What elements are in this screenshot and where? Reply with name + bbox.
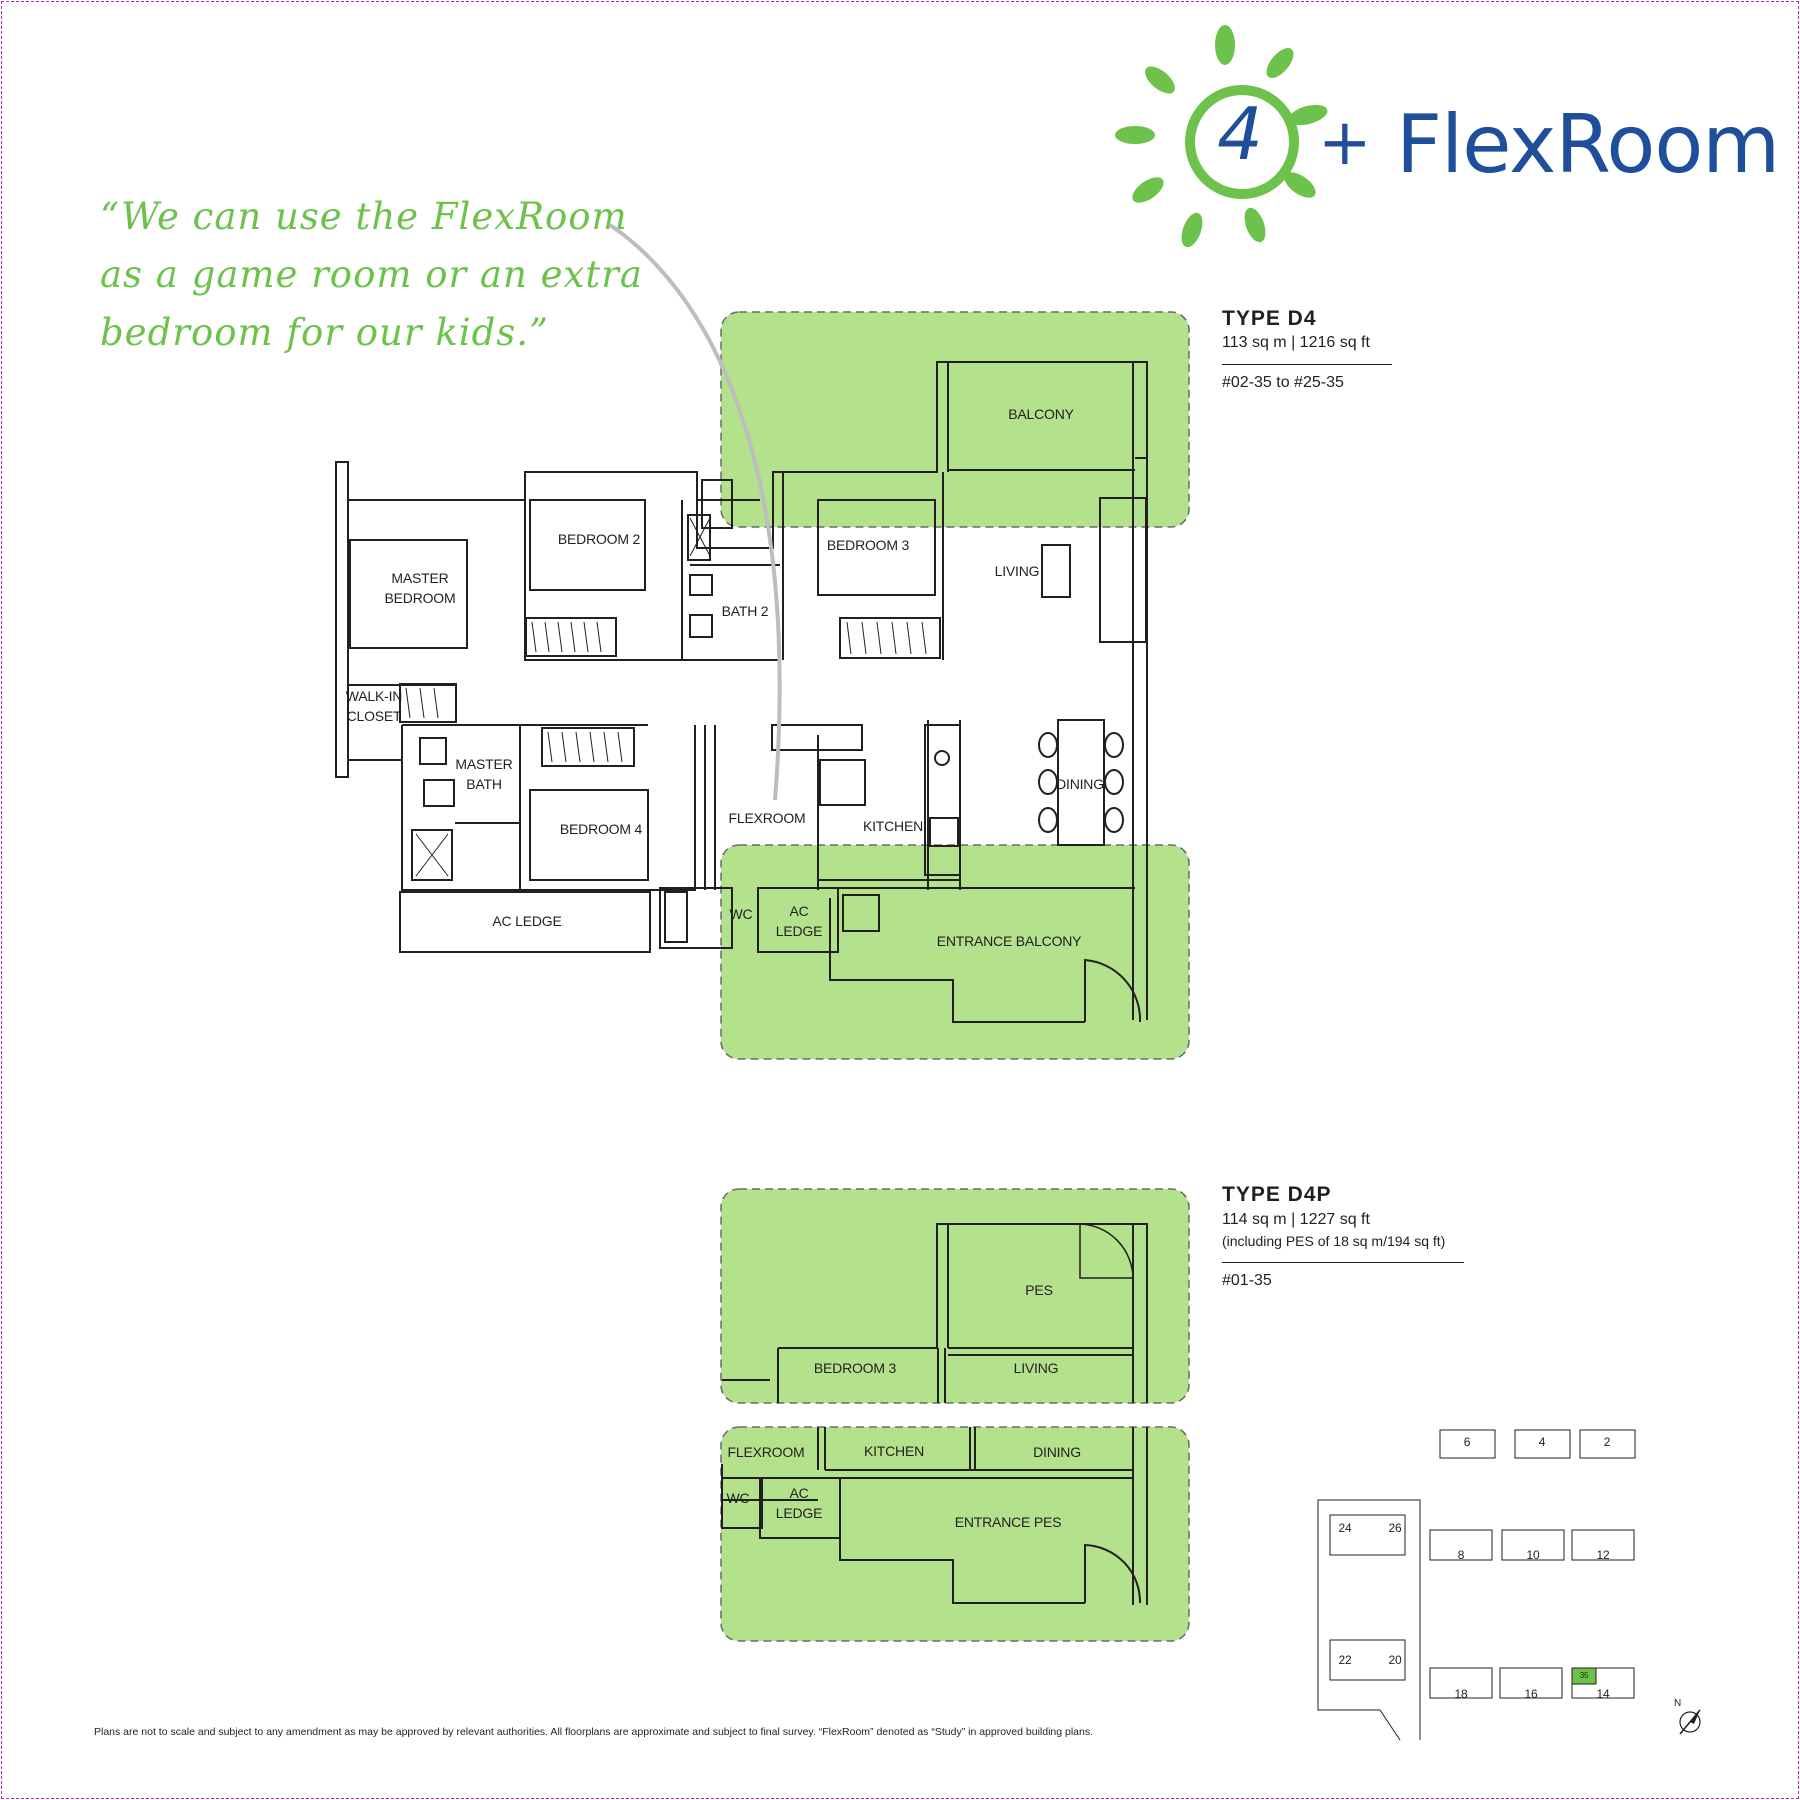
d4p-dining-label: DINING xyxy=(1033,1444,1081,1460)
logo-plus: + xyxy=(1318,106,1372,180)
d4p-units: #01-35 xyxy=(1222,1272,1272,1289)
north-label: N xyxy=(1674,1698,1682,1709)
d4p-pes-label: PES xyxy=(1025,1282,1053,1298)
d4-walkin-label-1: WALK-IN xyxy=(345,688,403,704)
logo-wordmark: FlexRoom xyxy=(1396,98,1780,191)
disclaimer: Plans are not to scale and subject to an… xyxy=(94,1726,1094,1738)
highlight-unit-35 xyxy=(1571,1667,1597,1685)
quote-line-3: bedroom for our kids.” xyxy=(100,311,549,354)
block-22-label: 22 xyxy=(1338,1653,1352,1667)
unit-35-label: 35 xyxy=(1579,1671,1589,1680)
d4-ac-label-1: AC xyxy=(789,903,809,919)
d4-wc-label: WC xyxy=(729,906,753,922)
entrance-pes-highlight xyxy=(720,1426,1190,1642)
d4-master-bath-label-1: MASTER xyxy=(455,756,513,772)
d4-walkin-label-2: CLOSET xyxy=(346,708,402,724)
block-4-label: 4 xyxy=(1538,1435,1546,1449)
balcony-highlight xyxy=(720,311,1190,528)
quote-line-1: “We can use the FlexRoom xyxy=(100,195,628,238)
block-24-label: 24 xyxy=(1338,1521,1352,1535)
d4-bedroom3-label: BEDROOM 3 xyxy=(826,537,910,553)
block-12-label: 12 xyxy=(1596,1548,1610,1562)
d4-master-bedroom-label-2: BEDROOM xyxy=(384,590,456,606)
d4p-living-label: LIVING xyxy=(1013,1360,1059,1376)
logo-number: 4 xyxy=(1217,92,1263,176)
d4p-entrance-pes-label: ENTRANCE PES xyxy=(954,1514,1062,1530)
north-arrow-icon xyxy=(1679,1709,1701,1735)
d4-type-title: TYPE D4 xyxy=(1222,307,1317,330)
block-6-label: 6 xyxy=(1463,1435,1471,1449)
d4p-rule xyxy=(1222,1262,1464,1263)
d4-living-label: LIVING xyxy=(994,563,1040,579)
d4p-flexroom-label: FLEXROOM xyxy=(727,1444,805,1460)
block-8-label: 8 xyxy=(1457,1548,1465,1562)
d4-units: #02-35 to #25-35 xyxy=(1222,374,1344,391)
block-20-label: 20 xyxy=(1388,1653,1402,1667)
block-26-label: 26 xyxy=(1388,1521,1402,1535)
d4-area: 113 sq m | 1216 sq ft xyxy=(1222,334,1370,351)
d4-kitchen-label: KITCHEN xyxy=(862,818,924,834)
d4p-kitchen-label: KITCHEN xyxy=(863,1443,925,1459)
d4-entrance-balcony-label: ENTRANCE BALCONY xyxy=(936,933,1082,949)
block-18-label: 18 xyxy=(1454,1687,1468,1701)
sun-logo-icon xyxy=(1115,25,1328,248)
d4p-wc-label: WC xyxy=(726,1490,750,1506)
site-key-plan xyxy=(1317,1429,1636,1740)
pes-highlight xyxy=(720,1188,1190,1404)
block-10-label: 10 xyxy=(1526,1548,1540,1562)
d4-bedroom4-label: BEDROOM 4 xyxy=(559,821,643,837)
quote-line-2: as a game room or an extra xyxy=(100,253,643,296)
block-16-label: 16 xyxy=(1524,1687,1538,1701)
d4-ac-label-2: LEDGE xyxy=(775,923,823,939)
d4p-ac-label-1: AC xyxy=(789,1485,809,1501)
d4p-type-title: TYPE D4P xyxy=(1222,1183,1332,1206)
d4-ac-ledge-left-label: AC LEDGE xyxy=(492,913,562,929)
block-2-label: 2 xyxy=(1603,1435,1611,1449)
d4-balcony-label: BALCONY xyxy=(1008,406,1074,422)
d4-bath2-label: BATH 2 xyxy=(721,603,769,619)
d4-dining-label: DINING xyxy=(1056,776,1104,792)
d4p-ac-label-2: LEDGE xyxy=(775,1505,823,1521)
d4-master-bath-label-2: BATH xyxy=(466,776,502,792)
d4-flexroom-label: FLEXROOM xyxy=(728,810,806,826)
d4p-pes-note: (including PES of 18 sq m/194 sq ft) xyxy=(1222,1233,1446,1249)
block-14-label: 14 xyxy=(1596,1687,1610,1701)
d4-bedroom2-label: BEDROOM 2 xyxy=(557,531,641,547)
d4p-bedroom3-label: BEDROOM 3 xyxy=(813,1360,897,1376)
d4-master-bedroom-label-1: MASTER xyxy=(391,570,449,586)
d4-rule xyxy=(1222,364,1392,365)
d4p-area: 114 sq m | 1227 sq ft xyxy=(1222,1211,1370,1228)
